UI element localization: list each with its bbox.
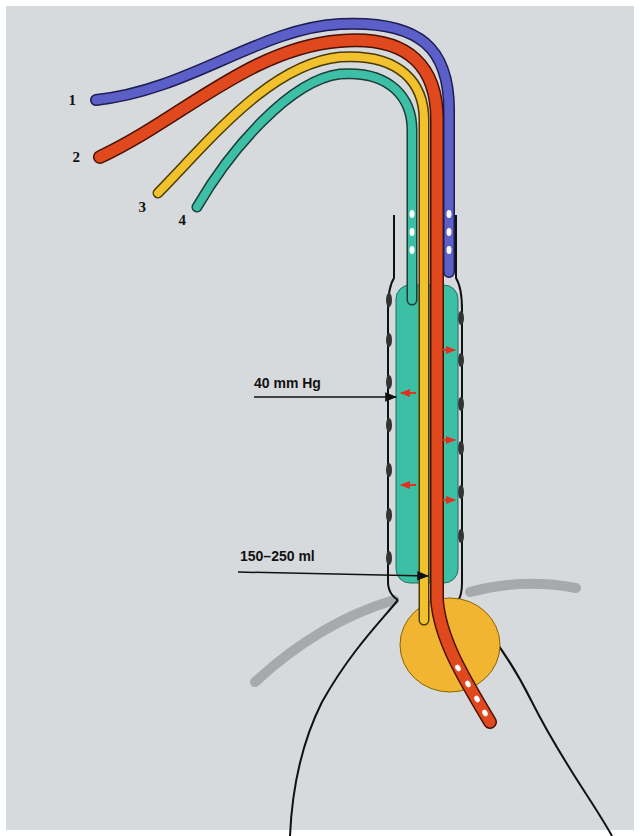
pressure-label: 40 mm Hg xyxy=(254,376,321,391)
diaphragm xyxy=(255,600,394,682)
diaphragm xyxy=(470,584,576,592)
tubes xyxy=(96,24,490,722)
callout-number: 2 xyxy=(73,149,81,166)
callout-number: 4 xyxy=(179,212,187,229)
tube-holes xyxy=(410,210,489,717)
callout-number: 3 xyxy=(139,199,147,216)
leader-arrow xyxy=(238,572,428,576)
stomach-wall xyxy=(290,600,398,836)
pressure-arrows xyxy=(401,350,455,500)
callout-number: 1 xyxy=(69,92,77,109)
volume-label: 150–250 ml xyxy=(240,549,315,564)
leader-arrow xyxy=(254,396,396,398)
